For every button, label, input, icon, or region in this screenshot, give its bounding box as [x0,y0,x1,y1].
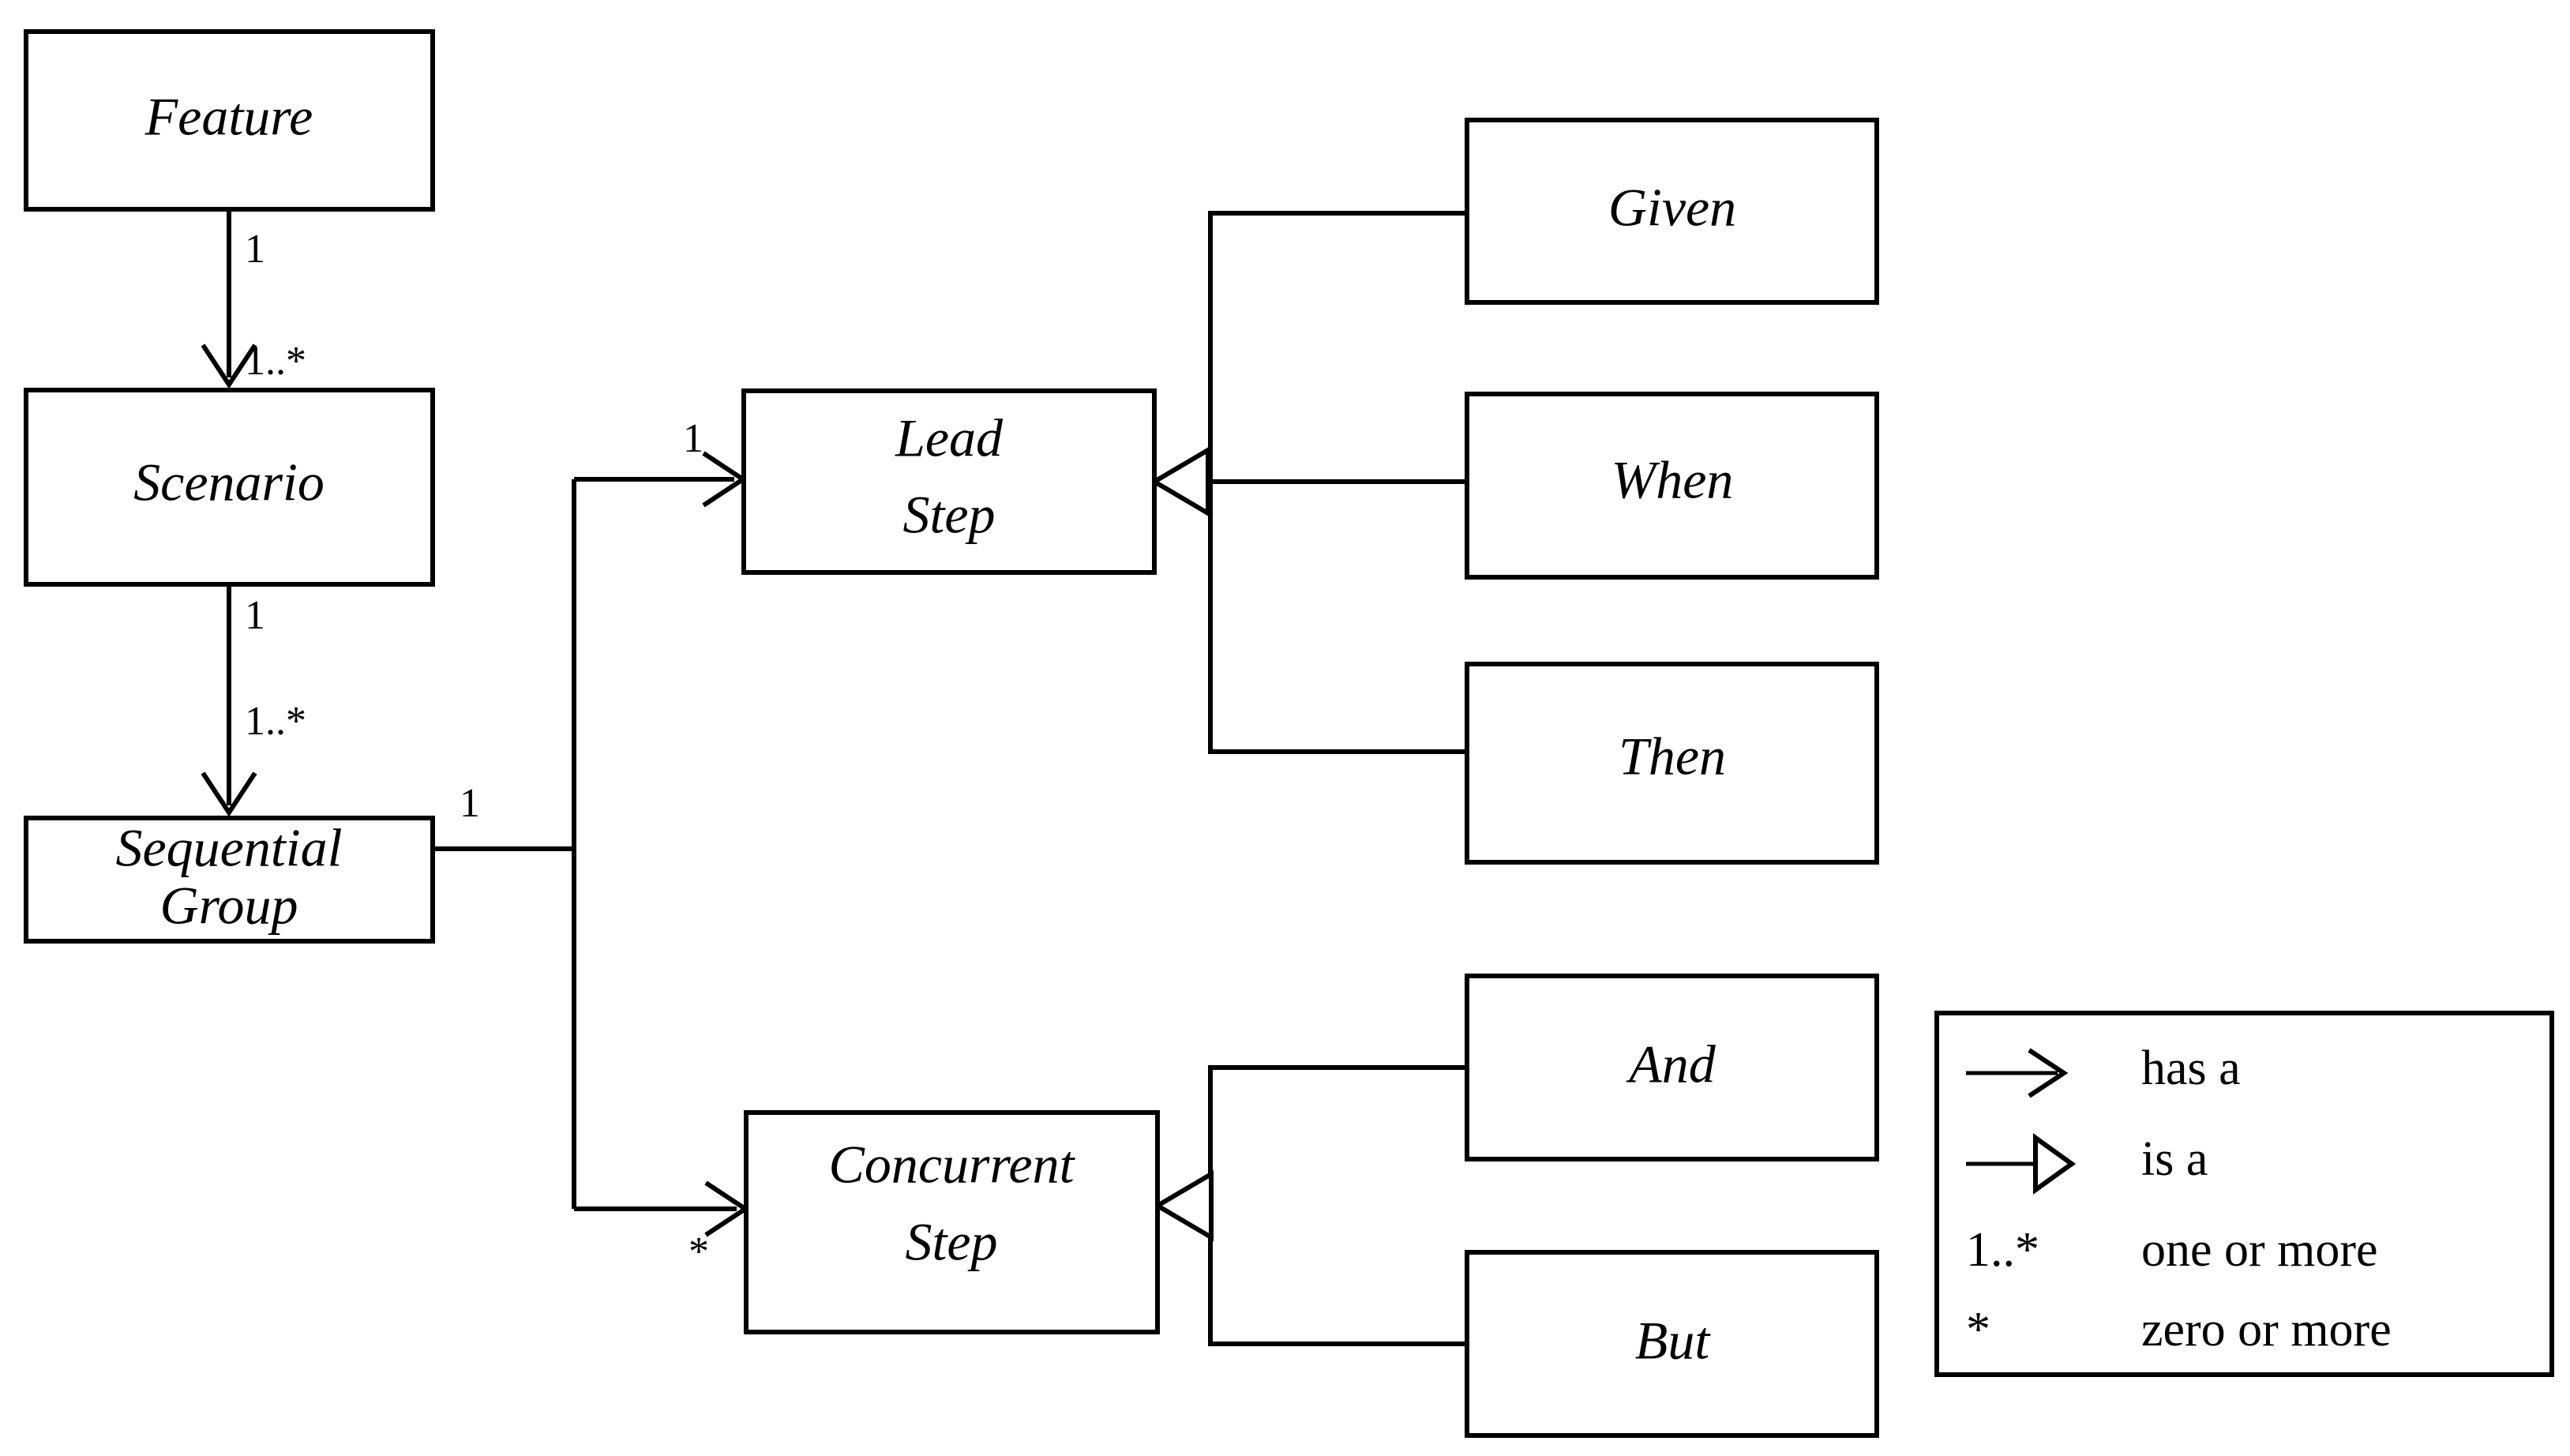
edge-sequentialgroup-steps [433,451,750,1237]
node-concurrent-step[interactable]: Concurrent Step [744,1110,1160,1334]
legend-label-is-a: is a [2141,1132,2208,1186]
legend: has a is a 1..* one or more * zero or mo… [1934,1011,2554,1377]
node-label: But [1635,1311,1712,1371]
multiplicity-sequentialgroup-in: 1..* [245,699,306,744]
arrow-hollow-triangle-icon [1153,1169,1214,1242]
arrow-open-icon [2028,1048,2069,1098]
node-box[interactable] [24,29,435,212]
arrow-hollow-triangle-icon [2033,1133,2077,1195]
node-label-line2: Group [159,876,298,936]
edge-andbut-concurrentstep [1153,1065,1467,1346]
node-box[interactable] [744,1110,1160,1334]
multiplicity-sequentialgroup-out: 1 [460,781,480,826]
edge-gwt-leadstep [1150,211,1467,754]
node-box[interactable] [1465,1250,1879,1438]
node-box[interactable] [741,388,1157,575]
legend-row-zero-or-more: * zero or more [1966,1303,2392,1357]
legend-row-one-or-more: 1..* one or more [1966,1223,2378,1277]
arrow-open-icon [201,343,257,389]
node-label: When [1611,450,1734,510]
node-then[interactable]: Then [1465,662,1879,865]
legend-label-zero-or-more: zero or more [2141,1303,2392,1357]
node-box[interactable] [1465,974,1879,1161]
node-box[interactable] [24,816,435,944]
legend-symbol-zero-or-more: * [1966,1303,1990,1357]
edge-feature-scenario [201,209,257,389]
node-but[interactable]: But [1465,1250,1879,1438]
node-label-line2: Step [905,1212,997,1272]
node-label: And [1626,1034,1716,1094]
node-label-line2: Step [902,485,995,545]
node-label-line1: Lead [895,408,1004,468]
legend-symbol-one-or-more: 1..* [1966,1223,2039,1277]
arrow-hollow-triangle-icon [1150,445,1210,518]
node-when[interactable]: When [1465,392,1879,580]
legend-row-has-a: has a [1966,1041,2241,1098]
arrow-open-icon [201,771,257,817]
node-label: Feature [144,87,313,147]
node-sequential-group[interactable]: Sequential Group [24,816,435,944]
edge-bus-andbut [1208,1065,1467,1346]
node-label-line1: Sequential [115,818,342,878]
multiplicity-leadstep-in: 1 [683,416,703,461]
multiplicity-scenario-in: 1..* [245,339,306,384]
node-scenario[interactable]: Scenario [24,388,435,587]
multiplicity-scenario-out: 1 [245,593,265,638]
node-feature[interactable]: Feature [24,29,435,212]
legend-label-one-or-more: one or more [2141,1223,2378,1277]
node-box[interactable] [24,388,435,587]
node-and[interactable]: And [1465,974,1879,1161]
node-box[interactable] [1465,662,1879,865]
legend-label-has-a: has a [2141,1041,2241,1095]
node-lead-step[interactable]: Lead Step [741,388,1157,575]
node-box[interactable] [1465,392,1879,580]
node-given[interactable]: Given [1465,118,1879,305]
node-box[interactable] [1465,118,1879,305]
node-label-line1: Concurrent [828,1135,1075,1195]
legend-row-is-a: is a [1966,1132,2208,1195]
edge-scenario-sequentialgroup [201,584,257,817]
node-label: Given [1608,178,1736,238]
node-label: Scenario [133,452,325,512]
multiplicity-concurrentstep-in: * [688,1229,709,1274]
node-label: Then [1619,726,1726,786]
multiplicity-feature-out: 1 [245,227,265,272]
